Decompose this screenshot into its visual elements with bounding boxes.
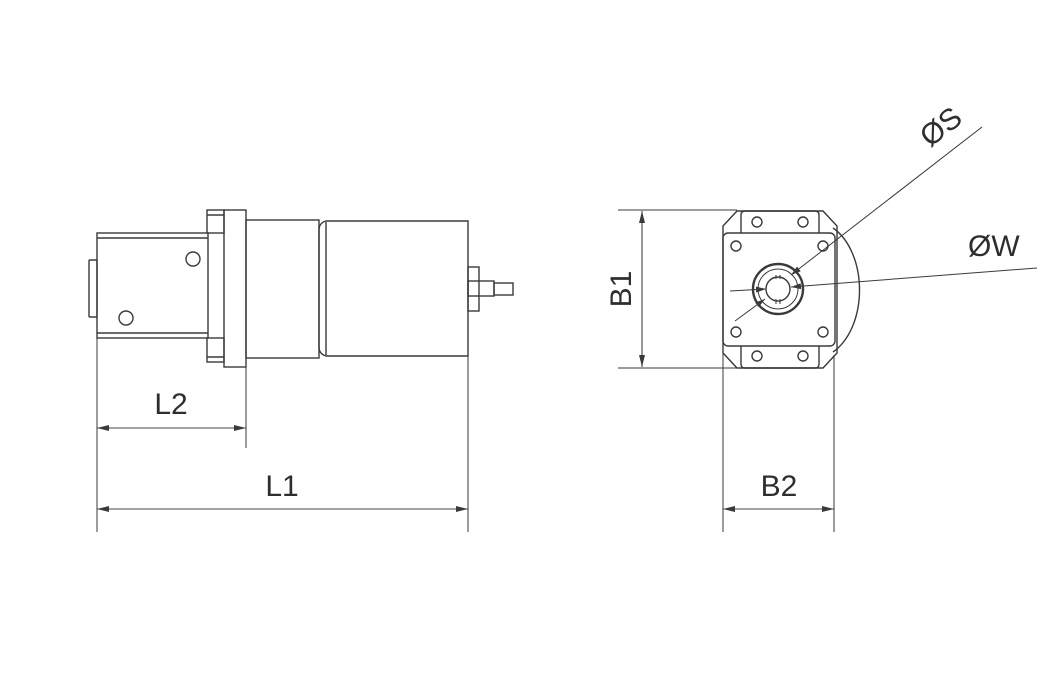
mount-hole	[118, 310, 134, 326]
corner-hole	[730, 326, 742, 338]
corner-hole	[730, 240, 742, 252]
corner-hole	[817, 240, 829, 252]
shaft-tip	[493, 282, 514, 296]
dimension-label-b2: B2	[761, 470, 798, 503]
dimension-w: ØW	[729, 230, 1038, 293]
motor-outline	[832, 227, 861, 353]
flange-plate	[722, 232, 836, 347]
gear-housing	[245, 219, 320, 359]
mount-hole	[185, 251, 201, 267]
side-view: L2 L1	[88, 209, 514, 532]
dimension-label-s: ØS	[914, 101, 968, 154]
dimension-label-b1: B1	[605, 271, 638, 308]
shaft-boss	[467, 266, 480, 312]
lug-hole	[751, 216, 763, 228]
gearbox-body	[96, 232, 209, 339]
dimension-label-l1: L1	[265, 470, 298, 503]
rear-cap	[88, 259, 98, 318]
dimension-b2: B2	[723, 470, 834, 512]
shaft	[467, 280, 495, 297]
flange-lug-bottom	[206, 337, 225, 363]
dimension-l2: L2	[97, 388, 246, 431]
dimension-label-w: ØW	[968, 230, 1020, 263]
dimension-label-l2: L2	[154, 388, 187, 421]
lug-hole	[751, 350, 763, 362]
flange-plate	[223, 209, 247, 368]
motor-can	[318, 220, 469, 357]
corner-hole	[817, 326, 829, 338]
flange-lug-top	[206, 209, 225, 234]
lug-hole	[797, 216, 809, 228]
lug-hole	[797, 350, 809, 362]
dimension-l1: L1	[97, 470, 468, 512]
front-view: ØS ØW B1 B2	[605, 101, 1038, 532]
gearbox-outline	[722, 210, 838, 369]
dimension-b1: B1	[605, 211, 645, 367]
